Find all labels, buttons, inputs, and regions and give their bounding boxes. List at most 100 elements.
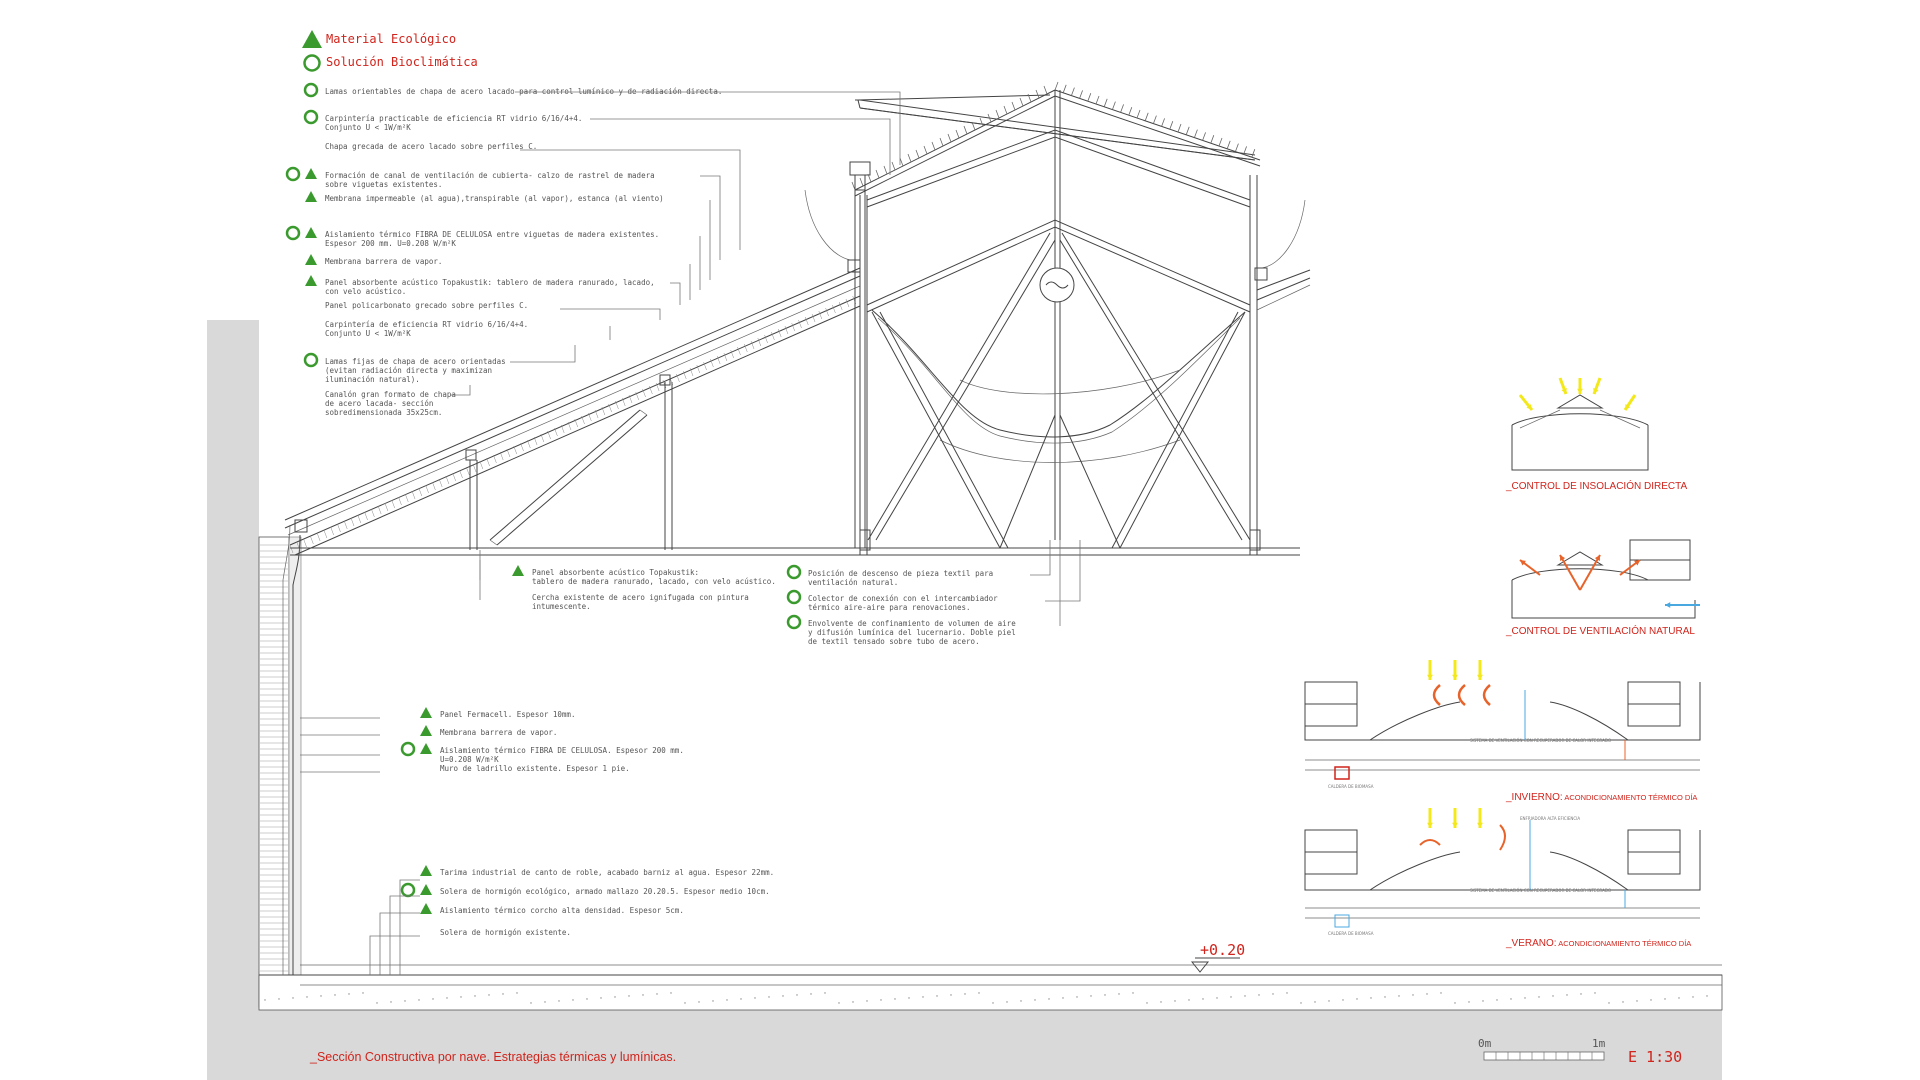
annotation-l8: Panel absorbente acústico Topakustik: ta… xyxy=(305,275,655,296)
annotation-l24: Aislamiento térmico corcho alta densidad… xyxy=(420,903,684,915)
annotation-text: Carpintería de eficiencia RT vidrio 6/16… xyxy=(325,320,528,329)
annotation-text: U=0.208 W/m²K xyxy=(440,755,499,764)
level-marker: +0.20 xyxy=(1190,941,1245,973)
annotation-l19: Membrana barrera de vapor. xyxy=(420,725,557,737)
ecological-material-icon xyxy=(420,903,432,914)
annotation-text: Panel Fermacell. Espesor 10mm. xyxy=(440,710,575,719)
bioclimatic-solution-icon xyxy=(285,225,301,241)
roof-lantern xyxy=(804,81,1311,555)
annotation-text: intumescente. xyxy=(532,602,591,611)
annotation-text: Canalón gran formato de chapa xyxy=(325,390,456,399)
bioclimatic-solution-icon xyxy=(303,82,319,98)
roof-slope xyxy=(282,267,1300,975)
annotation-l3: Chapa grecada de acero lacado sobre perf… xyxy=(325,142,537,151)
strategy-winter-prefix: _INVIERNO: xyxy=(1505,792,1563,803)
ecological-material-icon xyxy=(512,565,524,576)
annotation-text: Carpintería practicable de eficiencia RT… xyxy=(325,114,582,123)
annotation-text: sobredimensionada 35x25cm. xyxy=(325,408,442,417)
strategy-winter: CALDERA DE BIOMASA SISTEMA DE VENTILACIÓ… xyxy=(1304,660,1701,803)
strategy-summer-prefix: _VERANO: xyxy=(1505,938,1557,949)
annotation-text: Lamas fijas de chapa de acero orientadas xyxy=(325,357,506,366)
annotation-text: Panel absorbente acústico Topakustik: xyxy=(532,568,699,577)
annotation-text: Solera de hormigón existente. xyxy=(440,928,571,937)
scale-ratio: E 1:30 xyxy=(1628,1048,1682,1066)
annotation-text: con velo acústico. xyxy=(325,287,406,296)
annotation-text: Posición de descenso de pieza textil par… xyxy=(808,569,993,578)
annotation-text: (evitan radiación directa y maximizan xyxy=(325,366,492,375)
bioclimatic-solution-icon xyxy=(303,352,319,368)
leader-line xyxy=(670,282,681,305)
annotation-l14: Cercha existente de acero ignifugada con… xyxy=(532,593,749,611)
bioclimatic-solution-icon xyxy=(786,589,802,605)
strategy-summer-label: _VERANO: ACONDICIONAMIENTO TÉRMICO DÍA xyxy=(1505,938,1691,949)
annotation-text: ventilación natural. xyxy=(808,578,898,587)
annotation-l4: Formación de canal de ventilación de cub… xyxy=(285,166,655,189)
annotation-text: Solera de hormigón ecológico, armado mal… xyxy=(440,887,770,896)
annotation-text: Membrana impermeable (al agua),transpira… xyxy=(325,194,664,203)
sun-arrows xyxy=(1518,377,1637,411)
annotation-text: Conjunto U < 1W/m²K xyxy=(325,123,411,132)
roof-insulation-hatch xyxy=(289,295,856,554)
annotation-text: Cercha existente de acero ignifugada con… xyxy=(532,593,749,602)
strategy-winter-label: _INVIERNO: ACONDICIONAMIENTO TÉRMICO DÍA xyxy=(1505,792,1697,803)
annotation-l9: Panel policarbonato grecado sobre perfil… xyxy=(325,301,528,310)
bioclimatic-solution-icon xyxy=(400,882,416,898)
leader-line xyxy=(590,118,891,175)
strategy-summer-rest: ACONDICIONAMIENTO TÉRMICO DÍA xyxy=(1557,939,1692,948)
ecological-material-icon xyxy=(420,725,432,736)
leader-line xyxy=(515,91,901,165)
winter-note: SISTEMA DE VENTILACIÓN CON RECUPERADOR D… xyxy=(1470,738,1611,743)
ecological-material-icon xyxy=(302,30,322,48)
annotation-l13: Panel absorbente acústico Topakustik:tab… xyxy=(512,565,776,586)
strategy-ventilation-label: _CONTROL DE VENTILACIÓN NATURAL xyxy=(1505,624,1695,637)
annotation-text: iluminación natural). xyxy=(325,375,420,384)
bioclimatic-solution-icon xyxy=(400,741,416,757)
annotation-text: Membrana barrera de vapor. xyxy=(440,728,557,737)
leader-line xyxy=(1045,540,1081,602)
summer-top-note: ENFRIADORA ALTA EFICIENCIA xyxy=(1520,816,1580,821)
bioclimatic-solution-icon xyxy=(303,109,319,125)
concrete-hatch xyxy=(264,992,1708,1004)
annotation-l18: Panel Fermacell. Espesor 10mm. xyxy=(420,707,575,719)
annotation-text: de textil tensado sobre tubo de acero. xyxy=(808,637,980,646)
ecological-material-icon xyxy=(420,743,432,754)
annotation-text: Membrana barrera de vapor. xyxy=(325,257,442,266)
ridge-roof-hatch xyxy=(851,81,1256,191)
summer-boiler: CALDERA DE BIOMASA xyxy=(1328,931,1374,936)
leader-line xyxy=(510,345,576,363)
leader-line xyxy=(700,175,721,260)
annotation-l10: Carpintería de eficiencia RT vidrio 6/16… xyxy=(325,320,528,338)
leader-line xyxy=(379,912,420,975)
strategy-winter-rest: ACONDICIONAMIENTO TÉRMICO DÍA xyxy=(1563,793,1698,802)
annotation-l7: Membrana barrera de vapor. xyxy=(305,254,442,266)
bioclimatic-solution-icon xyxy=(303,54,321,72)
legend: Material Ecológico Solución Bioclimática xyxy=(302,30,478,72)
annotation-text: Colector de conexión con el intercambiad… xyxy=(808,594,998,603)
leader-line xyxy=(369,935,420,975)
annotation-text: de acero lacada- sección xyxy=(325,399,433,408)
scale-bar: 0m 1m E 1:30 xyxy=(1478,1037,1682,1066)
leader-line xyxy=(450,385,471,396)
scale-left: 0m xyxy=(1478,1037,1492,1050)
strategy-summer: CALDERA DE BIOMASA SISTEMA DE VENTILACIÓ… xyxy=(1304,808,1701,949)
annotation-l5: Membrana impermeable (al agua),transpira… xyxy=(305,191,664,203)
annotation-text: térmico aire-aire para renovaciones. xyxy=(808,603,971,612)
bioclimatic-solution-icon xyxy=(786,564,802,580)
annotation-l17: Envolvente de confinamiento de volumen d… xyxy=(786,614,1016,646)
annotation-text: Aislamiento térmico FIBRA DE CELULOSA en… xyxy=(325,230,659,239)
leader-line xyxy=(399,879,420,975)
annotation-text: Envolvente de confinamiento de volumen d… xyxy=(808,619,1016,628)
ecological-material-icon xyxy=(305,168,317,179)
annotation-l25: Solera de hormigón existente. xyxy=(440,928,571,937)
leader-lines xyxy=(300,91,1081,975)
annotation-l2: Carpintería practicable de eficiencia RT… xyxy=(303,109,582,132)
annotation-l6: Aislamiento térmico FIBRA DE CELULOSA en… xyxy=(285,225,659,248)
ground-mass xyxy=(207,320,1723,1080)
leader-line xyxy=(520,149,741,250)
annotation-text: y difusión lumínica del lucernario. Dobl… xyxy=(808,628,1016,637)
annotation-l23: Solera de hormigón ecológico, armado mal… xyxy=(400,882,770,898)
annotation-text: Formación de canal de ventilación de cub… xyxy=(325,171,655,180)
annotation-l1: Lamas orientables de chapa de acero laca… xyxy=(303,82,722,98)
